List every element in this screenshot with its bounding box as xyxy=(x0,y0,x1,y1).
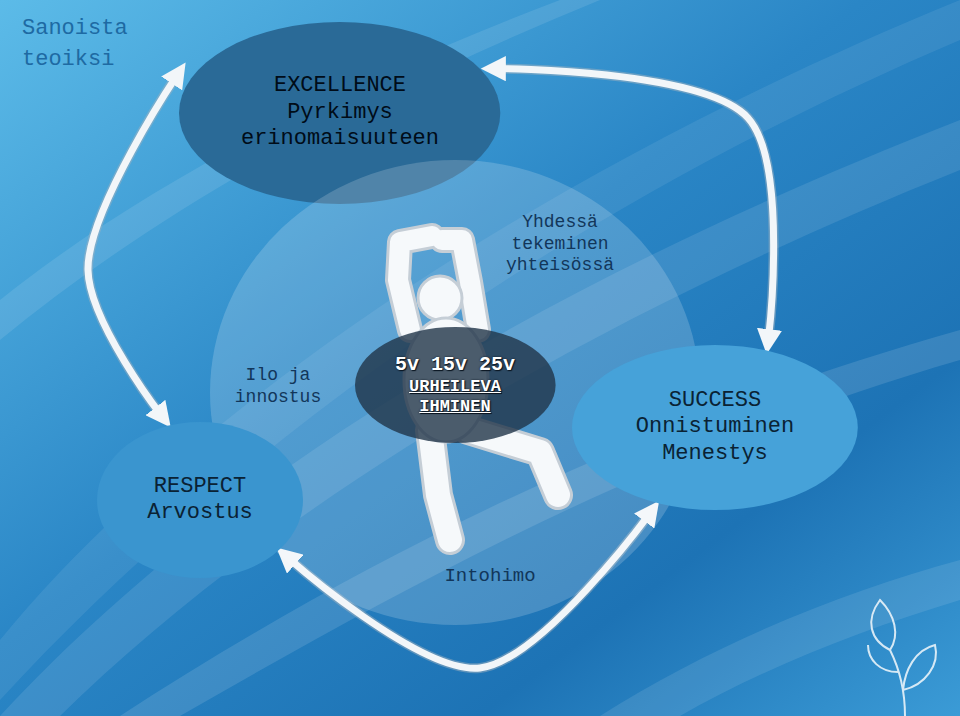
node-heading: 5v 15v 25v xyxy=(395,353,515,377)
text-stack: 5v 15v 25vURHEILEVA IHMINEN xyxy=(355,327,556,443)
leaf-stem xyxy=(890,650,905,716)
circle-fill xyxy=(355,327,556,443)
respect-circle: RESPECTArvostus xyxy=(97,422,303,578)
arrow-shadow xyxy=(88,77,176,413)
circle-phrase: Ilo ja innostus xyxy=(218,365,338,408)
node-heading: SUCCESS xyxy=(669,388,761,414)
circle-phrase: Intohimo xyxy=(430,565,550,588)
leaf-ornament xyxy=(868,600,936,716)
text-stack: SUCCESSOnnistuminen Menestys xyxy=(572,345,858,510)
leaf xyxy=(903,645,936,690)
text-stack: RESPECTArvostus xyxy=(97,422,303,578)
cycle-arrow xyxy=(88,77,176,413)
success-circle: SUCCESSOnnistuminen Menestys xyxy=(572,345,858,510)
circle-phrase: Yhdessä tekeminen yhteisössä xyxy=(475,212,645,277)
node-heading: EXCELLENCE xyxy=(274,73,406,99)
leaf xyxy=(871,600,895,650)
node-body: Onnistuminen Menestys xyxy=(620,414,810,467)
node-body: Arvostus xyxy=(147,500,253,526)
circle-fill xyxy=(97,422,303,578)
node-heading: RESPECT xyxy=(154,474,246,500)
node-body: Pyrkimys erinomaisuuteen xyxy=(232,100,447,153)
node-body: URHEILEVA IHMINEN xyxy=(390,377,520,418)
streak xyxy=(0,0,960,700)
leaf-curl xyxy=(868,645,898,672)
athlete-core-circle: 5v 15v 25vURHEILEVA IHMINEN xyxy=(355,327,556,443)
circle-fill xyxy=(572,345,858,510)
streak xyxy=(600,560,960,716)
watermark-title: Sanoista teoiksi xyxy=(22,14,152,76)
